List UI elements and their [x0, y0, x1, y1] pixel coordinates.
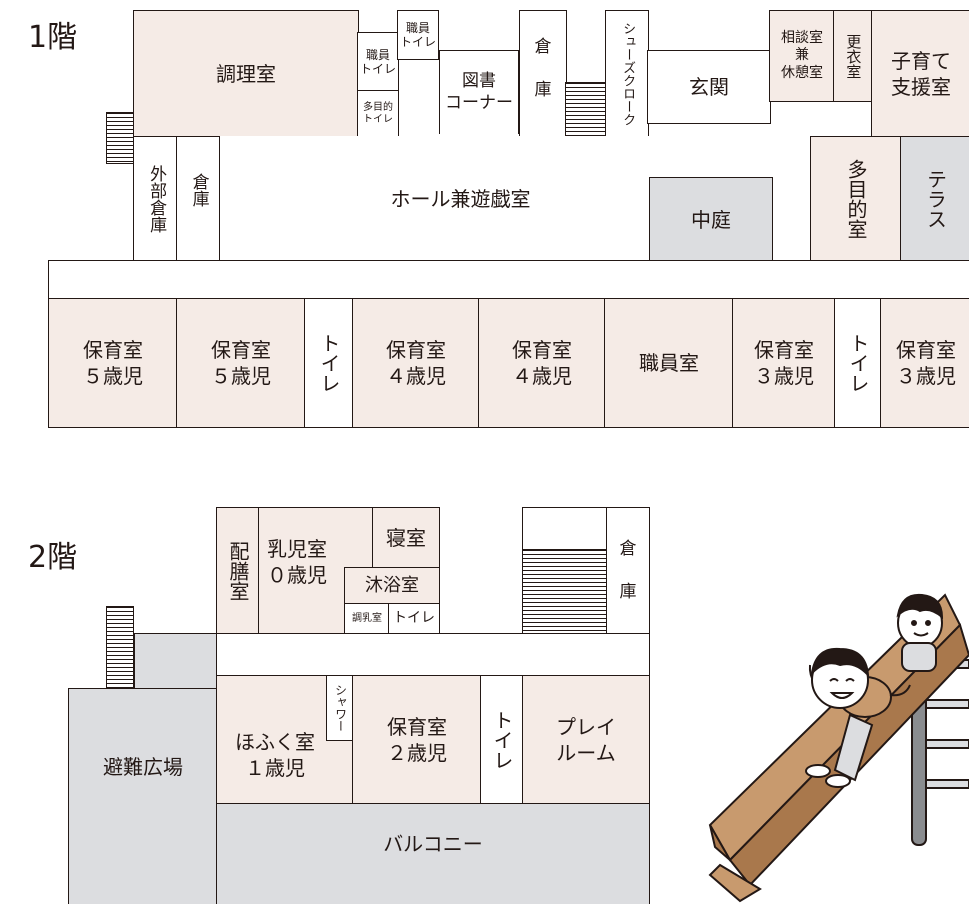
room-changing: 更衣室 — [833, 10, 873, 102]
room-multipurpose: 多目的室 — [810, 136, 902, 262]
room-nursery-5b: 保育室 ５歳児 — [176, 298, 306, 428]
stairs-f1-left — [106, 112, 134, 164]
room-nursery-3b: 保育室 ３歳児 — [880, 298, 969, 428]
stairs-f2-center — [522, 549, 608, 635]
area-evacuation-fill — [135, 690, 217, 696]
room-label: 倉庫 — [188, 173, 209, 207]
room-label: 職員 トイレ — [399, 20, 436, 49]
room-entrance: 玄関 — [647, 50, 771, 124]
floor2-label: 2階 — [28, 540, 78, 575]
room-label: 乳児室 ０歳児 — [267, 537, 327, 587]
room-label: 保育室 ５歳児 — [211, 338, 271, 388]
room-label: トイレ — [393, 610, 435, 627]
room-serving: 配膳室 — [216, 507, 260, 635]
corridor-f1 — [48, 260, 969, 300]
room-storage-left: 倉庫 — [176, 136, 220, 262]
room-label: 保育室 ５歳児 — [83, 338, 143, 388]
slide-illustration — [708, 593, 969, 903]
room-shower: シャワー — [326, 675, 354, 741]
room-label: ホール兼遊戯室 — [390, 187, 531, 211]
room-toilet-f2: トイレ — [480, 675, 524, 805]
room-label: 倉 庫 — [534, 37, 552, 100]
room-label: 保育室 ４歳児 — [386, 338, 446, 388]
room-label: シャワー — [333, 684, 348, 732]
room-label: 多目的室 — [844, 159, 868, 239]
child-top — [896, 593, 944, 672]
room-label: 配膳室 — [226, 541, 250, 601]
room-label: 職員 トイレ — [359, 47, 396, 76]
room-label: 外部倉庫 — [146, 165, 167, 233]
room-consult: 相談室 兼 休憩室 — [769, 10, 835, 102]
area-balcony: バルコニー — [216, 803, 650, 904]
room-label: ほふく室 １歳児 — [235, 730, 315, 780]
room-label: テラス — [923, 169, 948, 229]
room-label: 保育室 ３歳児 — [896, 338, 956, 388]
room-nursery-3a: 保育室 ３歳児 — [732, 298, 836, 428]
room-label: 保育室 ４歳児 — [512, 338, 572, 388]
room-label: 寝室 — [386, 526, 426, 550]
room-label: バルコニー — [383, 832, 483, 856]
corridor-f2 — [216, 633, 650, 677]
room-storage-f2: 倉 庫 — [606, 507, 650, 635]
room-staff: 職員室 — [604, 298, 734, 428]
room-bedroom: 寝室 — [372, 507, 440, 569]
child-front — [805, 647, 911, 788]
room-bath: 沐浴室 — [344, 567, 440, 605]
room-kitchen: 調理室 — [133, 10, 359, 137]
room-label: 調理室 — [216, 61, 276, 86]
room-toilet-small: トイレ — [388, 603, 440, 635]
room-label: 保育室 ３歳児 — [754, 338, 814, 388]
room-milk: 調乳室 — [344, 603, 390, 635]
room-outer-storage: 外部倉庫 — [133, 136, 178, 262]
room-nursery-5a: 保育室 ５歳児 — [48, 298, 178, 428]
area-evacuation: 避難広場 — [68, 688, 218, 904]
room-label: 中庭 — [691, 208, 731, 232]
room-label: 沐浴室 — [365, 575, 419, 597]
room-label: 倉 庫 — [619, 539, 637, 602]
room-toilet-2: トイレ — [834, 298, 882, 428]
room-multi-toilet: 多目的 トイレ — [357, 90, 399, 137]
room-label: 玄関 — [689, 75, 729, 99]
room-label: 職員室 — [639, 351, 699, 375]
room-label: 調乳室 — [352, 613, 382, 625]
room-label: 多目的 トイレ — [363, 102, 393, 125]
stairs-f1-center — [565, 82, 607, 138]
room-toilet-1: トイレ — [304, 298, 354, 428]
room-label: トイレ — [846, 333, 870, 393]
room-label: 保育室 ２歳児 — [387, 715, 447, 765]
room-label: シューズクローク — [620, 22, 636, 126]
room-label: 子育て 支援室 — [891, 49, 951, 99]
room-staff-toilet-a: 職員 トイレ — [357, 32, 399, 92]
room-label: 避難広場 — [103, 754, 183, 779]
room-library: 図書 コーナー — [439, 50, 519, 134]
room-label: トイレ — [317, 333, 341, 393]
floor1-label: 1階 — [28, 20, 78, 55]
room-label: トイレ — [490, 710, 514, 770]
room-courtyard: 中庭 — [649, 177, 773, 263]
stairs-f2-left — [106, 606, 134, 690]
room-nursery-4b: 保育室 ４歳児 — [478, 298, 606, 428]
room-label: 相談室 兼 休憩室 — [781, 29, 823, 81]
room-playroom: プレイ ルーム — [522, 675, 650, 805]
room-label: プレイ ルーム — [556, 715, 616, 765]
room-support: 子育て 支援室 — [871, 10, 969, 138]
room-terrace: テラス — [900, 136, 969, 262]
room-nursery-2: 保育室 ２歳児 — [352, 675, 482, 805]
room-storage-top: 倉 庫 — [519, 10, 567, 138]
room-staff-toilet-b: 職員 トイレ — [397, 10, 439, 60]
room-label: 図書 コーナー — [445, 71, 513, 113]
room-nursery-4a: 保育室 ４歳児 — [352, 298, 480, 428]
room-label: 更衣室 — [844, 33, 863, 79]
room-shoe-cloak: シューズクローク — [605, 10, 649, 138]
